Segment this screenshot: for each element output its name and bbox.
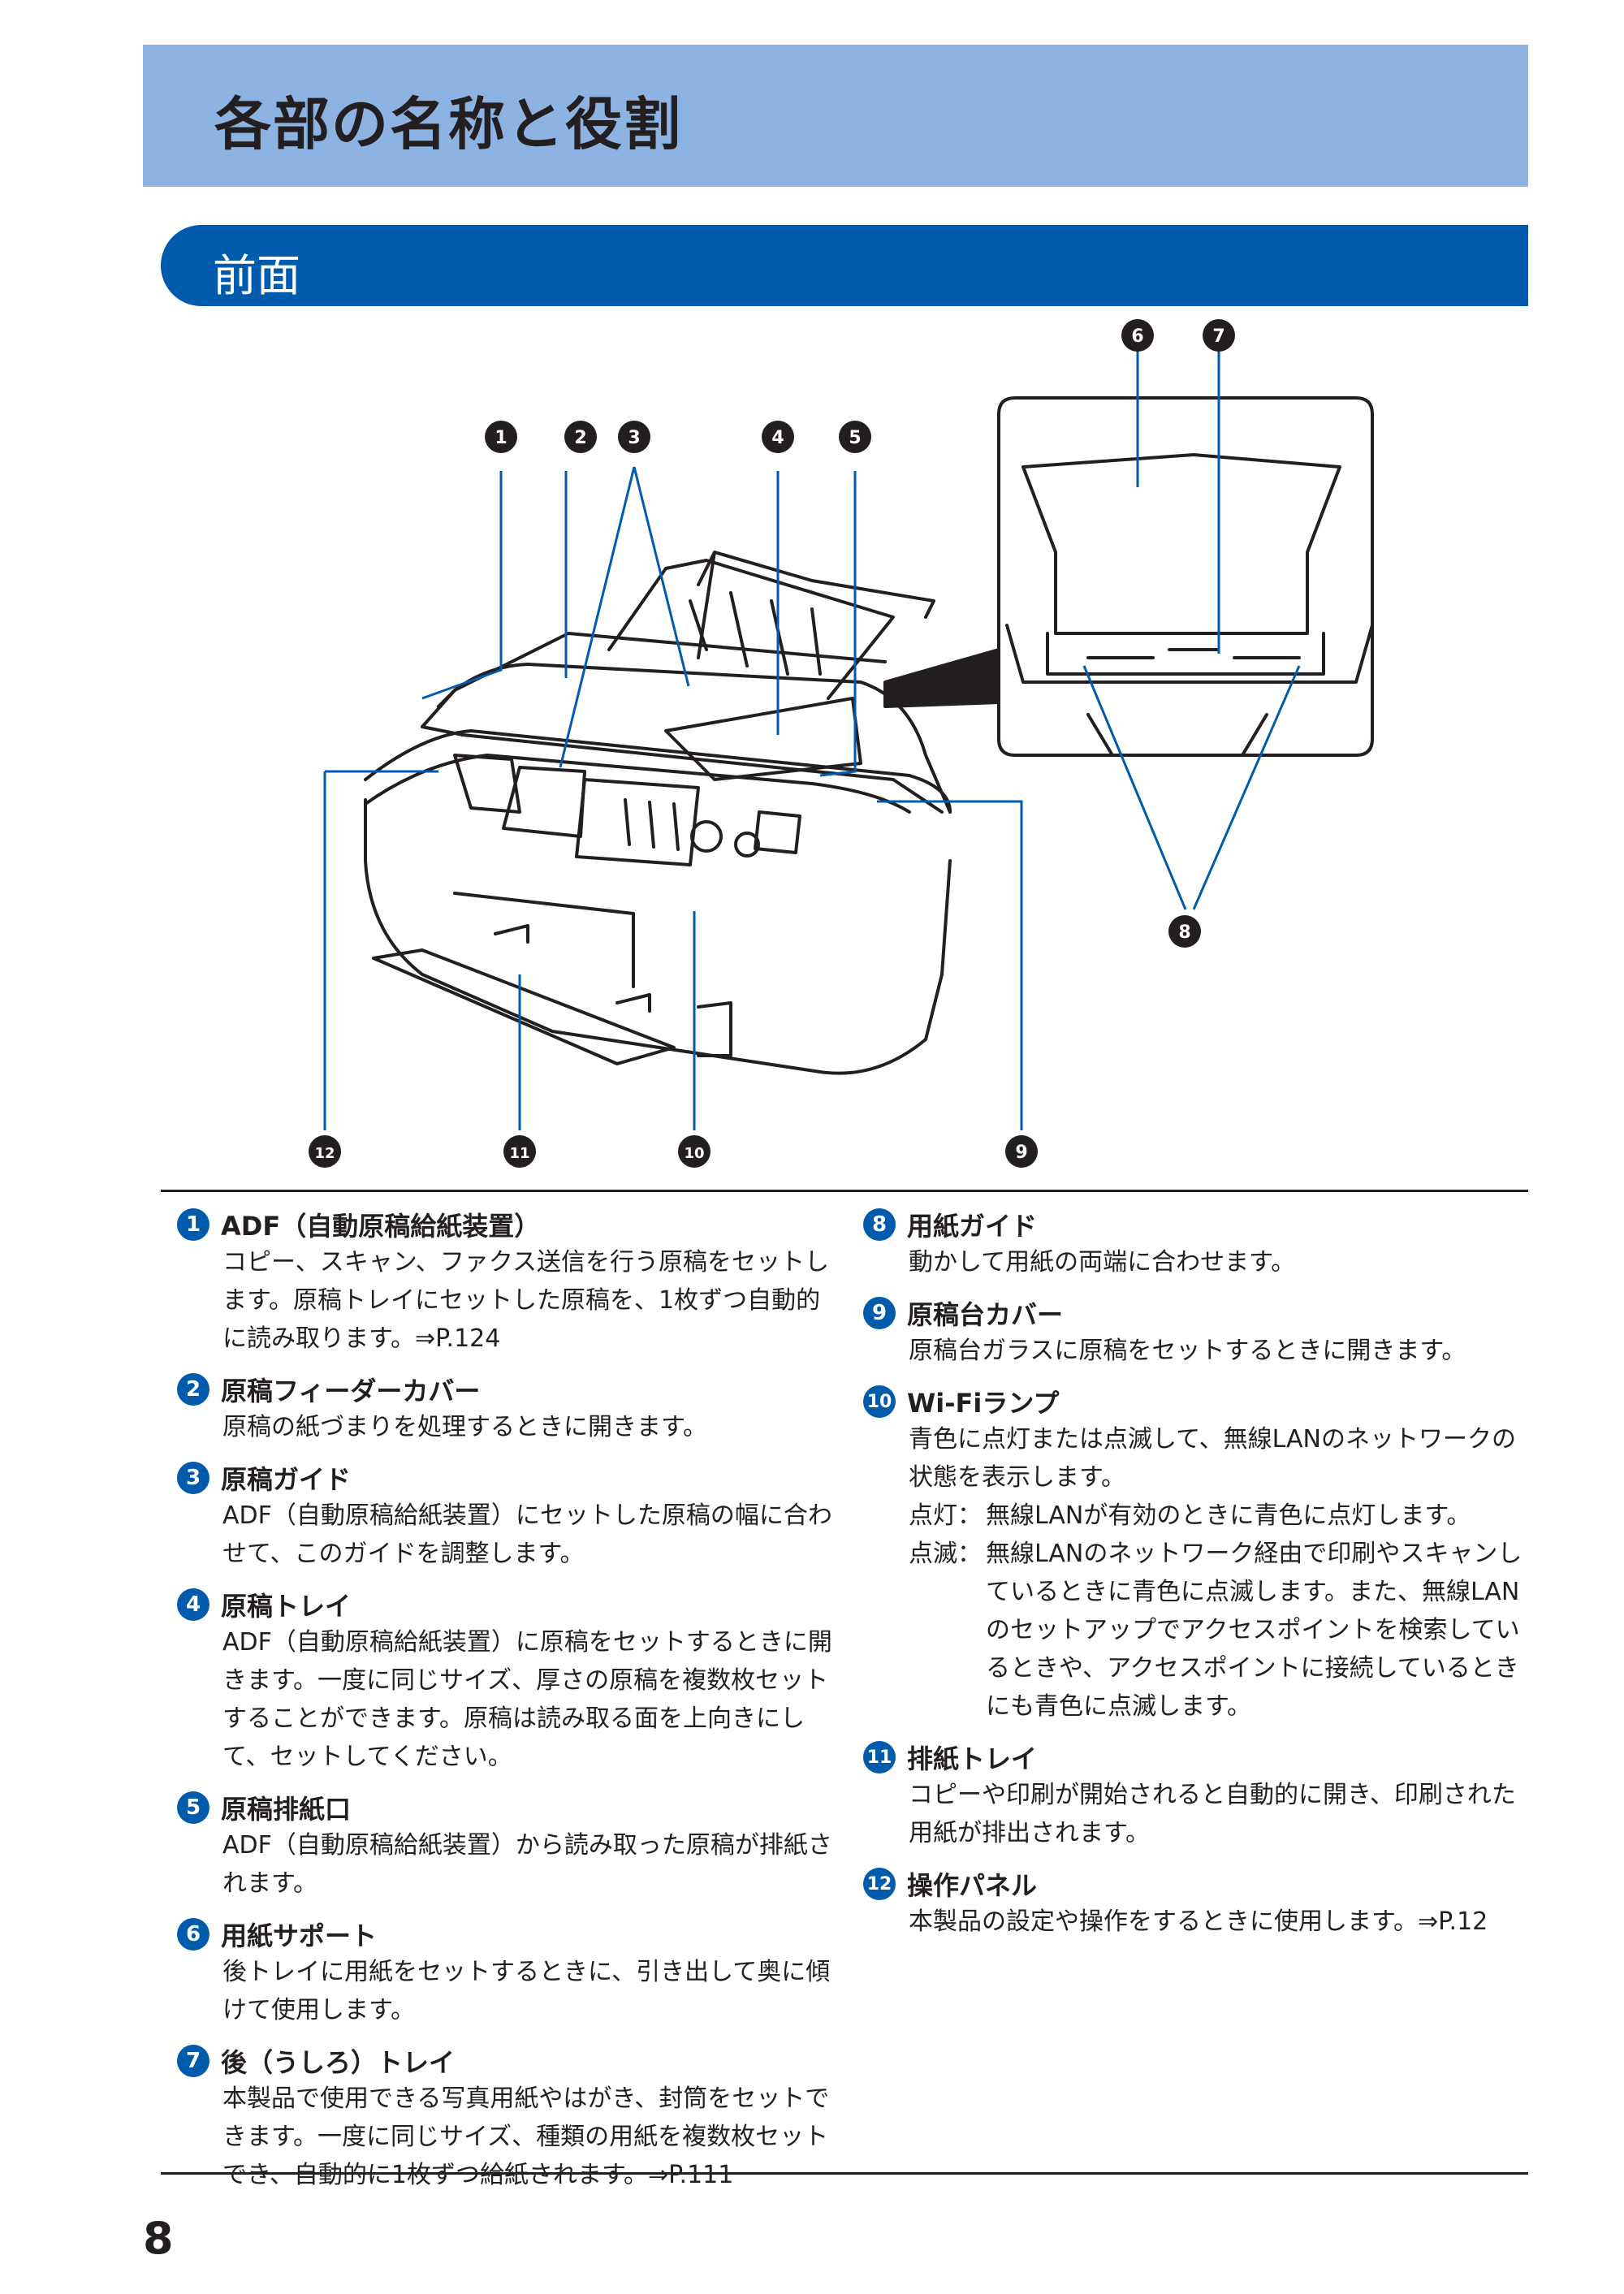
status-label: 点滅： — [909, 1540, 982, 1568]
part-title: 操作パネル — [907, 1870, 1038, 1901]
part-item-document-tray: 4 原稿トレイ ADF（自動原稿給紙装置）に原稿をセットするときに開きます。一度に… — [177, 1586, 843, 1776]
part-description: 後トレイに用紙をセットするときに、引き出して奥に傾けて使用します。 — [222, 1958, 831, 2024]
part-number-badge: 8 — [863, 1208, 896, 1241]
part-number-badge: 1 — [177, 1208, 209, 1241]
part-item-wifi-lamp: 10 Wi-Fiランプ 青色に点灯または点滅して、無線LANのネットワークの状態を… — [863, 1383, 1537, 1726]
part-number-badge: 10 — [863, 1385, 896, 1418]
part-title: 用紙ガイド — [907, 1211, 1038, 1242]
callout-2: 2 — [564, 421, 597, 453]
status-text: 無線LANのネットワーク経由で印刷やスキャンしているときに青色に点滅します。また… — [986, 1540, 1522, 1721]
part-description: コピー、スキャン、ファクス送信を行う原稿をセットします。原稿トレイにセットした原… — [222, 1248, 829, 1353]
callout-10: 10 — [678, 1135, 710, 1168]
svg-text:5: 5 — [849, 428, 861, 448]
part-item-feeder-cover: 2 原稿フィーダーカバー 原稿の紙づまりを処理するときに開きます。 — [177, 1371, 843, 1446]
part-description: 青色に点灯または点滅して、無線LANのネットワークの状態を表示します。 — [909, 1425, 1516, 1492]
part-item-document-cover: 9 原稿台カバー 原稿台ガラスに原稿をセットするときに開きます。 — [863, 1294, 1537, 1370]
part-item-document-guide: 3 原稿ガイド ADF（自動原稿給紙装置）にセットした原稿の幅に合わせて、このガイ… — [177, 1459, 843, 1573]
svg-text:6: 6 — [1131, 326, 1143, 347]
part-number-badge: 2 — [177, 1373, 209, 1406]
part-item-paper-support: 6 用紙サポート 後トレイに用紙をセットするときに、引き出して奥に傾けて使用します… — [177, 1916, 843, 2029]
part-item-operation-panel: 12 操作パネル 本製品の設定や操作をするときに使用します。⇒P.12 — [863, 1865, 1537, 1941]
parts-list-right: 8 用紙ガイド 動かして用紙の両端に合わせます。 9 原稿台カバー 原稿台ガラスに原… — [863, 1206, 1537, 1954]
part-number-badge: 7 — [177, 2045, 209, 2077]
callout-11: 11 — [503, 1135, 536, 1168]
callout-12: 12 — [309, 1135, 341, 1168]
part-title: 原稿フィーダーカバー — [221, 1376, 481, 1406]
part-description: ADF（自動原稿給紙装置）から読み取った原稿が排紙されます。 — [222, 1831, 832, 1898]
callout-8: 8 — [1168, 915, 1201, 948]
part-number-badge: 12 — [863, 1868, 896, 1900]
callout-3: 3 — [618, 421, 650, 453]
part-item-paper-guides: 8 用紙ガイド 動かして用紙の両端に合わせます。 — [863, 1206, 1537, 1281]
top-divider — [161, 1190, 1528, 1192]
part-description: 原稿台ガラスに原稿をセットするときに開きます。 — [909, 1337, 1466, 1365]
svg-text:9: 9 — [1015, 1143, 1027, 1163]
svg-text:11: 11 — [509, 1145, 529, 1162]
callout-4: 4 — [762, 421, 794, 453]
part-description: コピーや印刷が開始されると自動的に開き、印刷された用紙が排出されます。 — [909, 1781, 1516, 1847]
part-title: ADF（自動原稿給紙装置） — [221, 1211, 541, 1242]
part-number-badge: 5 — [177, 1791, 209, 1824]
part-number-badge: 9 — [863, 1297, 896, 1329]
callout-9: 9 — [1005, 1135, 1038, 1168]
status-text: 無線LANが有効のときに青色に点灯します。 — [986, 1501, 1471, 1530]
part-number-badge: 3 — [177, 1462, 209, 1494]
part-item-adf: 1 ADF（自動原稿給紙装置） コピー、スキャン、ファクス送信を行う原稿をセットし… — [177, 1206, 843, 1358]
section-bar: 前面 — [161, 225, 1528, 306]
part-number-badge: 4 — [177, 1588, 209, 1621]
part-title: 原稿台カバー — [907, 1299, 1064, 1330]
part-item-paper-output-tray: 11 排紙トレイ コピーや印刷が開始されると自動的に開き、印刷された用紙が排出され… — [863, 1739, 1537, 1852]
part-title: 原稿ガイド — [221, 1464, 352, 1495]
svg-text:7: 7 — [1212, 326, 1224, 347]
svg-text:2: 2 — [574, 428, 586, 448]
part-description: 原稿の紙づまりを処理するときに開きます。 — [222, 1413, 707, 1441]
status-flashing: 点滅：無線LANのネットワーク経由で印刷やスキャンしているときに青色に点滅します… — [909, 1535, 1537, 1726]
part-title: 後（うしろ）トレイ — [221, 2047, 456, 2078]
part-item-rear-tray: 7 後（うしろ）トレイ 本製品で使用できる写真用紙やはがき、封筒をセットできます。… — [177, 2042, 843, 2194]
printer-front-illustration: 1 2 3 4 5 6 7 8 9 10 11 12 — [309, 317, 1397, 1177]
part-title: 用紙サポート — [221, 1920, 378, 1951]
part-description: ADF（自動原稿給紙装置）にセットした原稿の幅に合わせて、このガイドを調整します… — [222, 1501, 832, 1568]
svg-text:3: 3 — [628, 428, 640, 448]
callout-1: 1 — [485, 421, 517, 453]
part-description: ADF（自動原稿給紙装置）に原稿をセットするときに開きます。一度に同じサイズ、厚… — [222, 1628, 832, 1771]
part-title: 排紙トレイ — [907, 1743, 1038, 1774]
page-number: 8 — [143, 2213, 174, 2264]
title-bar: 各部の名称と役割 — [143, 45, 1528, 187]
part-description: 動かして用紙の両端に合わせます。 — [909, 1248, 1296, 1277]
part-title: 原稿排紙口 — [221, 1794, 352, 1825]
part-title: Wi-Fiランプ — [907, 1388, 1060, 1419]
part-number-badge: 11 — [863, 1741, 896, 1773]
callout-5: 5 — [839, 421, 871, 453]
part-description: 本製品で使用できる写真用紙やはがき、封筒をセットできます。一度に同じサイズ、種類… — [222, 2084, 830, 2189]
bottom-divider — [161, 2172, 1528, 2175]
section-title: 前面 — [213, 250, 300, 301]
part-title: 原稿トレイ — [221, 1591, 352, 1622]
page-title: 各部の名称と役割 — [214, 91, 682, 158]
svg-text:4: 4 — [771, 428, 784, 448]
callout-7: 7 — [1203, 319, 1235, 352]
part-description: 本製品の設定や操作をするときに使用します。⇒P.12 — [909, 1907, 1488, 1936]
status-lit: 点灯：無線LANが有効のときに青色に点灯します。 — [909, 1497, 1537, 1535]
status-label: 点灯： — [909, 1501, 982, 1530]
svg-text:1: 1 — [495, 428, 507, 448]
part-item-document-output-slot: 5 原稿排紙口 ADF（自動原稿給紙装置）から読み取った原稿が排紙されます。 — [177, 1789, 843, 1903]
svg-text:8: 8 — [1178, 922, 1190, 943]
svg-text:10: 10 — [684, 1145, 704, 1162]
svg-text:12: 12 — [314, 1145, 335, 1162]
parts-list-left: 1 ADF（自動原稿給紙装置） コピー、スキャン、ファクス送信を行う原稿をセットし… — [177, 1206, 843, 2207]
part-number-badge: 6 — [177, 1918, 209, 1951]
callout-6: 6 — [1121, 319, 1154, 352]
